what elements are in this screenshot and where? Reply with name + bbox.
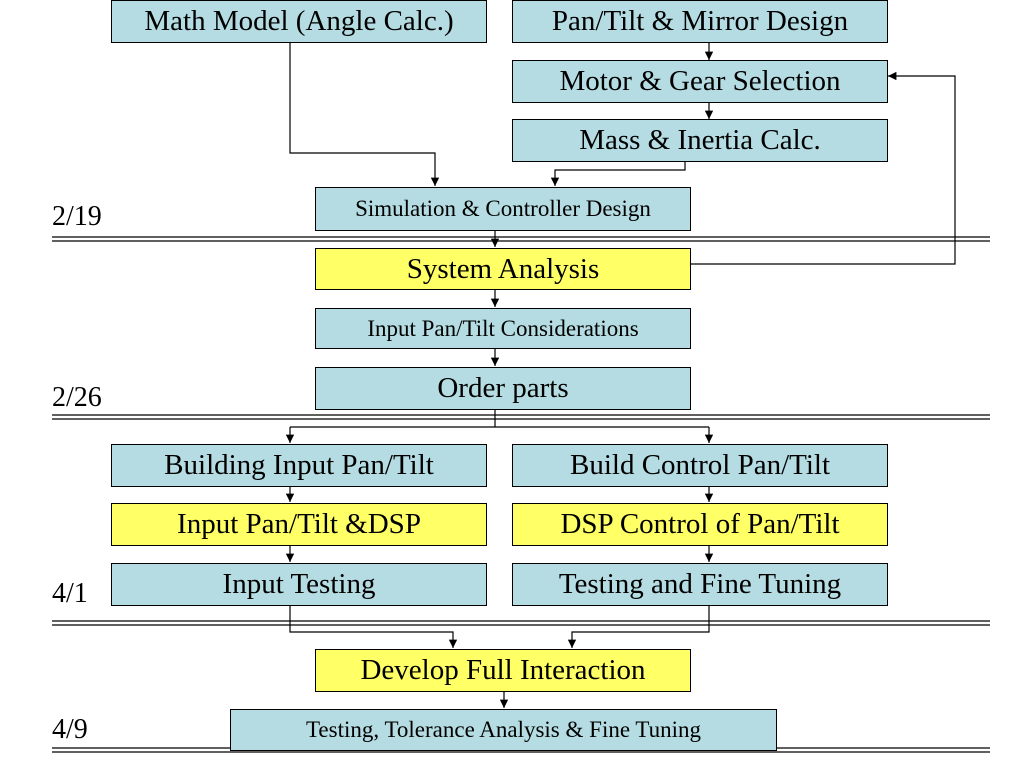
- node-order-parts: Order parts: [315, 367, 691, 410]
- node-input-dsp: Input Pan/Tilt &DSP: [111, 503, 487, 546]
- milestone-line-2: [52, 414, 990, 420]
- node-dsp-control: DSP Control of Pan/Tilt: [512, 503, 888, 546]
- node-mass-inertia: Mass & Inertia Calc.: [512, 119, 888, 162]
- node-develop-full-interaction: Develop Full Interaction: [315, 649, 691, 692]
- milestone-date-4: 4/9: [52, 714, 88, 745]
- milestone-date-3: 4/1: [52, 578, 88, 609]
- arrow-fine-tuning-to-develop: [567, 606, 710, 648]
- milestone-line-1: [52, 236, 990, 242]
- node-final-testing: Testing, Tolerance Analysis & Fine Tunin…: [230, 709, 777, 751]
- arrow-mass-to-simulation: [550, 162, 686, 186]
- arrow-analysis-feedback-to-motor: [691, 71, 956, 265]
- arrow-order-to-build: [290, 410, 709, 428]
- node-simulation-controller-design: Simulation & Controller Design: [315, 187, 691, 231]
- milestone-date-2: 2/26: [52, 382, 102, 413]
- milestone-date-1: 2/19: [52, 201, 102, 232]
- node-input-testing: Input Testing: [111, 563, 487, 606]
- node-math-model: Math Model (Angle Calc.): [111, 0, 487, 43]
- node-pan-tilt-mirror-design: Pan/Tilt & Mirror Design: [512, 0, 888, 43]
- node-build-control: Build Control Pan/Tilt: [512, 444, 888, 487]
- node-building-input: Building Input Pan/Tilt: [111, 444, 487, 487]
- arrow-input-testing-to-develop: [289, 606, 458, 648]
- node-motor-gear-selection: Motor & Gear Selection: [512, 60, 888, 103]
- node-testing-fine-tuning: Testing and Fine Tuning: [512, 563, 888, 606]
- node-system-analysis: System Analysis: [315, 248, 691, 290]
- arrow-math-to-simulation: [289, 43, 440, 186]
- node-input-considerations: Input Pan/Tilt Considerations: [315, 308, 691, 349]
- milestone-line-3: [52, 620, 990, 626]
